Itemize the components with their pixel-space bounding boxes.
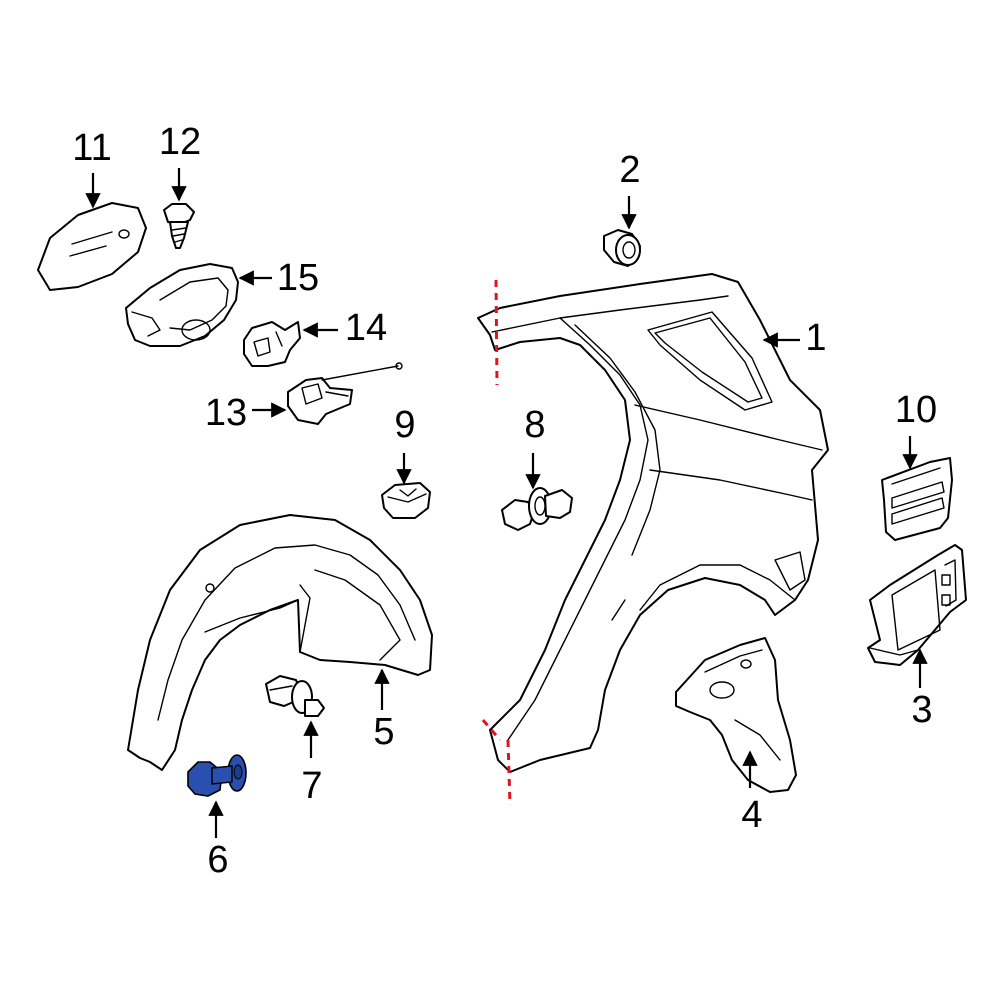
quarter-panel-part-1[interactable]: [477, 273, 829, 773]
actuator-part-13[interactable]: [287, 362, 403, 425]
bracket-part-3[interactable]: [867, 544, 967, 666]
callout-10: 10: [894, 389, 938, 431]
housing-bracket-part-14[interactable]: [243, 321, 301, 367]
callout-5: 5: [373, 711, 395, 753]
leader-arrows: [85, 168, 928, 838]
push-pin-part-6[interactable]: [187, 754, 247, 797]
callout-4: 4: [741, 794, 763, 836]
callout-9: 9: [394, 404, 416, 446]
vent-part-10[interactable]: [881, 457, 953, 541]
callout-12: 12: [158, 121, 202, 163]
liner-extension-part-4[interactable]: [675, 637, 797, 793]
fuel-door-part-11[interactable]: [37, 202, 147, 291]
nut-part-9[interactable]: [381, 482, 431, 519]
retainer-part-8[interactable]: [501, 487, 573, 531]
callout-13: 13: [204, 392, 248, 434]
clip-part-7[interactable]: [265, 675, 325, 717]
pocket-housing-part-15[interactable]: [125, 263, 239, 347]
callout-8: 8: [524, 404, 546, 446]
callout-14: 14: [344, 307, 388, 349]
plug-part-2[interactable]: [603, 229, 641, 267]
callout-6: 6: [207, 839, 229, 881]
callout-1: 1: [805, 317, 827, 359]
screw-part-12[interactable]: [163, 203, 195, 249]
cut-lines: [481, 279, 512, 806]
callout-2: 2: [619, 149, 641, 191]
callout-11: 11: [72, 127, 112, 169]
callout-7: 7: [301, 765, 323, 807]
wheelhouse-liner-part-5[interactable]: [127, 514, 433, 771]
callout-15: 15: [276, 257, 320, 299]
callout-3: 3: [911, 689, 933, 731]
